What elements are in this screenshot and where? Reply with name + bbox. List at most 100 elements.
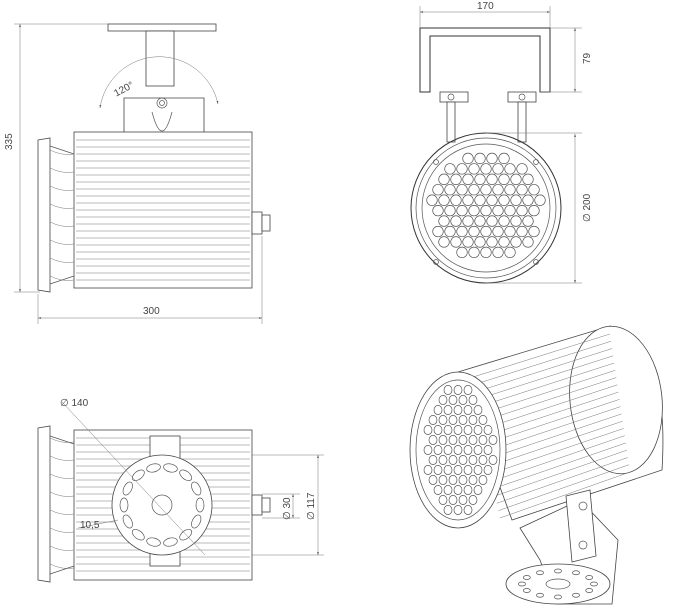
front-view: 170 79 ∅ 200 xyxy=(410,1,593,284)
led xyxy=(473,425,483,435)
fin-line xyxy=(495,449,627,497)
base-hole xyxy=(554,594,562,600)
rib xyxy=(49,509,75,515)
led xyxy=(428,435,438,445)
isometric-view xyxy=(409,325,664,605)
led xyxy=(492,184,504,196)
led xyxy=(462,236,474,248)
dim-335-label: 335 xyxy=(4,133,15,150)
led xyxy=(453,425,463,435)
base-hole xyxy=(554,568,562,574)
led xyxy=(473,445,483,455)
led-array xyxy=(426,152,546,259)
led xyxy=(473,405,483,415)
led xyxy=(468,163,480,175)
led xyxy=(516,225,528,238)
rib xyxy=(49,221,75,227)
led xyxy=(492,225,504,238)
led xyxy=(504,184,516,196)
led xyxy=(450,194,462,206)
led xyxy=(450,215,462,227)
led xyxy=(432,204,444,217)
led xyxy=(480,184,492,196)
led xyxy=(478,455,488,465)
slot xyxy=(195,497,205,513)
led xyxy=(486,236,498,248)
led xyxy=(456,225,468,238)
base-hole xyxy=(572,592,580,598)
slot xyxy=(191,481,202,496)
slot xyxy=(131,528,145,541)
slot xyxy=(146,463,161,473)
led xyxy=(450,173,462,185)
led xyxy=(438,215,450,227)
led xyxy=(488,455,498,465)
led xyxy=(448,455,458,465)
led xyxy=(480,204,492,217)
led xyxy=(438,415,448,425)
fin-line xyxy=(490,428,624,475)
fin-line xyxy=(480,384,618,430)
fin-line xyxy=(477,370,616,416)
led xyxy=(453,485,463,495)
led xyxy=(474,173,486,185)
rib xyxy=(49,473,75,479)
led xyxy=(444,163,456,175)
led xyxy=(456,184,468,196)
led xyxy=(528,204,540,217)
led xyxy=(522,215,534,227)
led xyxy=(522,236,534,248)
led xyxy=(483,425,493,435)
led xyxy=(468,395,478,405)
led xyxy=(443,405,453,415)
led xyxy=(463,465,473,475)
side-view: 120° 335 300 xyxy=(4,23,271,324)
led xyxy=(453,465,463,475)
led xyxy=(534,194,546,206)
fin-line xyxy=(499,471,631,519)
base-hole xyxy=(522,575,531,580)
led xyxy=(443,425,453,435)
base-hole xyxy=(585,575,594,580)
led xyxy=(438,475,448,485)
fin-line xyxy=(484,399,620,445)
slot xyxy=(122,481,133,496)
fin-line xyxy=(469,333,611,379)
led xyxy=(504,225,516,238)
base-hole xyxy=(536,592,544,598)
angle-dimension: 120° xyxy=(112,80,135,99)
led xyxy=(480,246,492,259)
dim-79-label: 79 xyxy=(582,52,593,64)
rib xyxy=(49,185,75,191)
led xyxy=(428,415,438,425)
angle-label: 120° xyxy=(112,80,135,99)
led xyxy=(462,152,474,165)
rib xyxy=(49,203,75,209)
led xyxy=(486,215,498,227)
led xyxy=(432,184,444,196)
slot xyxy=(163,463,178,473)
led xyxy=(444,204,456,217)
led xyxy=(458,495,468,505)
led xyxy=(426,194,438,206)
led xyxy=(510,236,522,248)
fin-line xyxy=(476,362,615,408)
led xyxy=(458,395,468,405)
led xyxy=(438,435,448,445)
led xyxy=(492,246,504,259)
rib xyxy=(49,563,75,569)
led xyxy=(468,475,478,485)
led xyxy=(456,163,468,175)
rib xyxy=(49,257,75,263)
fin-line xyxy=(479,377,617,423)
led xyxy=(492,163,504,175)
front-ribs-bottom xyxy=(49,437,75,569)
fin-line xyxy=(471,341,612,386)
led xyxy=(468,204,480,217)
fin-line xyxy=(496,457,628,504)
led xyxy=(438,236,450,248)
led xyxy=(458,455,468,465)
rib xyxy=(49,239,75,245)
led xyxy=(453,385,463,395)
led xyxy=(438,173,450,185)
